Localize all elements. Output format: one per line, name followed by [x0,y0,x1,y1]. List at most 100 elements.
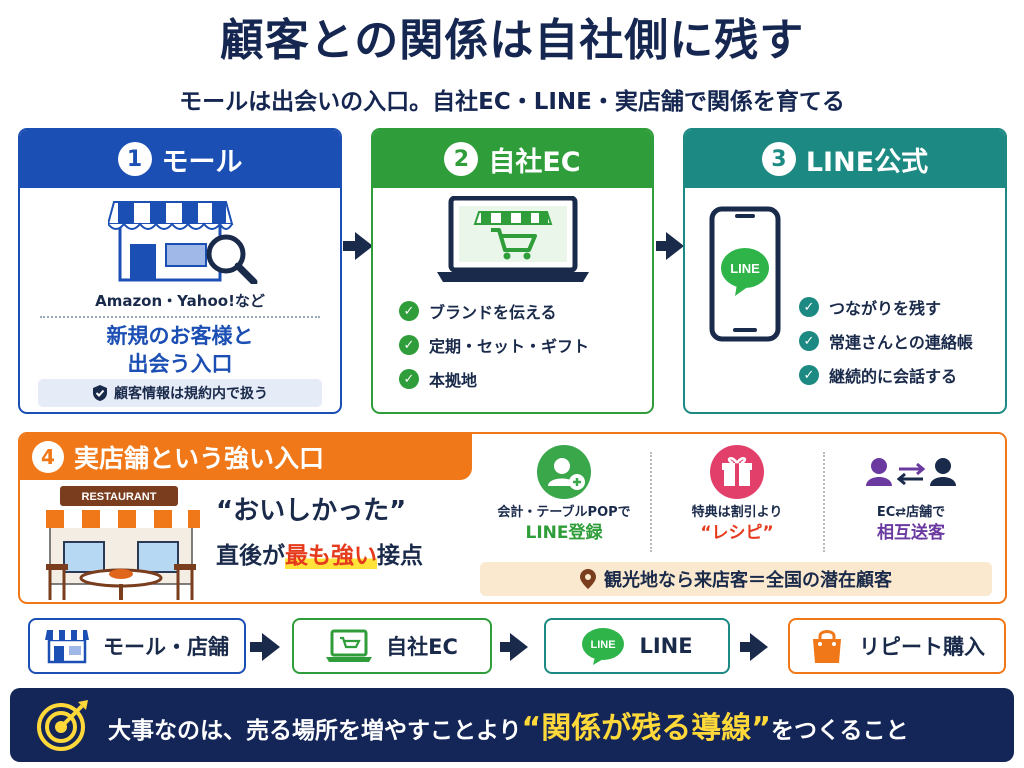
line-card-title: LINE公式 [805,146,929,178]
mutual-referral-label: 相互送客 [877,523,945,543]
arrow-right-icon [262,633,280,661]
flow-step-label: リピート購入 [859,635,985,659]
step-number: 3 [761,142,796,176]
people-exchange-icon [866,458,956,486]
gift-icon [710,445,764,499]
line-logo-text: LINE [730,261,760,276]
smartphone-line-icon: LINE [709,206,781,342]
page-title: 顧客との関係は自社側に残す [219,15,805,66]
restaurant-icon: RESTAURANT [40,486,202,600]
check-icon: ✓ [799,365,819,385]
shield-check-icon [93,385,107,401]
ec-card-title: 自社EC [488,146,581,178]
arrow-stem [740,642,752,652]
mall-card: 1 モール Amazon・Yahoo!など 新規のお客様と 出会う入口 顧客情報… [18,128,342,414]
bottom-message-part: 大事なのは、売る場所を増やすことより [108,718,522,744]
arrow-stem [343,241,357,251]
list-item: ✓ 常連さんとの連絡帳 [799,324,973,358]
line-logo-text: LINE [591,639,616,651]
ec-card-header: 2 自社EC [373,130,652,188]
bottom-message: 大事なのは、売る場所を増やすことより“関係が残る導線”をつくること [108,703,909,747]
list-item-text: 継続的に会話する [829,367,958,386]
mall-main-line-1: 新規のお客様と [106,324,254,348]
mall-note: 顧客情報は規約内で扱う [38,379,322,407]
store-card: 4 実店舗という強い入口 RESTAURANT “おいしかった” 直後が最も強い… [18,432,1007,604]
check-icon: ✓ [799,297,819,317]
arrow-right-icon [510,633,528,661]
mall-main-message: 新規のお客様と 出会う入口 [20,322,340,378]
line-feature-list: ✓つながりを残す ✓ 常連さんとの連絡帳 ✓ 継続的に会話する [799,290,973,392]
mall-card-header: 1 モール [20,130,340,188]
mall-main-line-2: 出会う入口 [127,352,233,376]
store-key-message: 直後が最も強い接点 [216,536,423,570]
mutual-referral-caption: EC⇄店舗で [876,505,946,520]
flow-step-label: 自社EC [386,635,458,659]
bottom-message-bar: 大事なのは、売る場所を増やすことより“関係が残る導線”をつくること [10,688,1014,762]
store-card-header: 4 実店舗という強い入口 [20,434,472,480]
arrow-right-icon [750,633,768,661]
laptop-cart-icon [437,196,589,282]
store-icon [45,630,89,664]
recipe-perk-caption: 特典は割引より [691,505,783,520]
flow-step-label: モール・店舗 [103,635,229,659]
key-message-part: 直後が [216,543,285,569]
line-signup-block: 会計・テーブルPOPで LINE登録 [482,444,646,544]
list-item: ✓ 継続的に会話する [799,358,973,392]
mall-brands: Amazon・Yahoo!など [95,292,265,310]
flow-step-label: LINE [639,634,693,658]
arrow-right-icon [666,232,684,260]
page-subtitle: モールは出会いの入口。自社EC・LINE・実店舗で関係を育てる [179,89,845,115]
arrow-right-icon [355,232,373,260]
step-number: 2 [444,142,479,176]
list-item: ✓ ブランドを伝える [399,294,589,328]
check-icon: ✓ [399,369,419,389]
key-message-part: 接点 [377,543,423,569]
target-icon [37,700,88,751]
tourist-note-text: 観光地なら来店客＝全国の潜在顧客 [604,570,892,591]
bottom-message-part: をつくること [770,718,909,744]
step-number: 4 [32,441,64,473]
laptop-cart-icon [326,629,373,662]
flow-step-ec: 自社EC [292,618,492,674]
line-signup-label: LINE登録 [525,523,603,543]
step-number: 1 [117,142,152,176]
line-card: 3 LINE公式 LINE ✓つながりを残す ✓ 常連さんとの連絡帳 ✓ 継続的に会… [683,128,1007,414]
check-icon: ✓ [399,335,419,355]
mutual-referral-block: EC⇄店舗で 相互送客 [826,444,996,544]
line-logo-icon: LINE [582,628,625,665]
line-card-header: 3 LINE公式 [685,130,1005,188]
flow-step-line: LINE LINE [544,618,730,674]
list-item-text: 本拠地 [429,371,478,390]
recipe-perk-block: 特典は割引より “レシピ” [654,444,820,544]
check-icon: ✓ [799,331,819,351]
map-pin-icon [580,569,596,589]
flow-step-mall-store: モール・店舗 [28,618,246,674]
bottom-message-highlight: “関係が残る導線” [521,711,771,746]
line-signup-caption: 会計・テーブルPOPで [497,505,631,520]
mall-note-text: 顧客情報は規約内で扱う [114,386,268,402]
divider [823,452,825,552]
divider [650,452,652,552]
ec-feature-list: ✓ ブランドを伝える ✓ 定期・セット・ギフト ✓ 本拠地 [399,294,589,396]
arrow-stem [500,642,512,652]
recipe-perk-label: “レシピ” [700,523,774,543]
tourist-note: 観光地なら来店客＝全国の潜在顧客 [480,562,992,596]
ec-card: 2 自社EC ✓ ブランドを伝える ✓ 定期・セット・ギフト ✓ 本拠地 [371,128,654,414]
list-item: ✓ 本拠地 [399,362,589,396]
mall-card-title: モール [161,146,243,178]
restaurant-sign-text: RESTAURANT [82,491,157,503]
key-message-highlight: 最も強い [285,543,377,569]
list-item-text: 常連さんとの連絡帳 [829,333,973,352]
divider [40,316,320,318]
store-card-title: 実店舗という強い入口 [74,444,325,473]
store-quote: “おいしかった” [216,496,407,526]
flow-step-repeat: リピート購入 [788,618,1006,674]
list-item-text: 定期・セット・ギフト [429,337,590,356]
shopping-bag-icon [813,630,841,663]
storefront-search-icon [108,201,258,284]
check-icon: ✓ [399,301,419,321]
add-user-icon [537,445,591,499]
list-item-text: ブランドを伝える [429,303,557,322]
arrow-stem [656,241,668,251]
list-item: ✓つながりを残す [799,290,973,324]
